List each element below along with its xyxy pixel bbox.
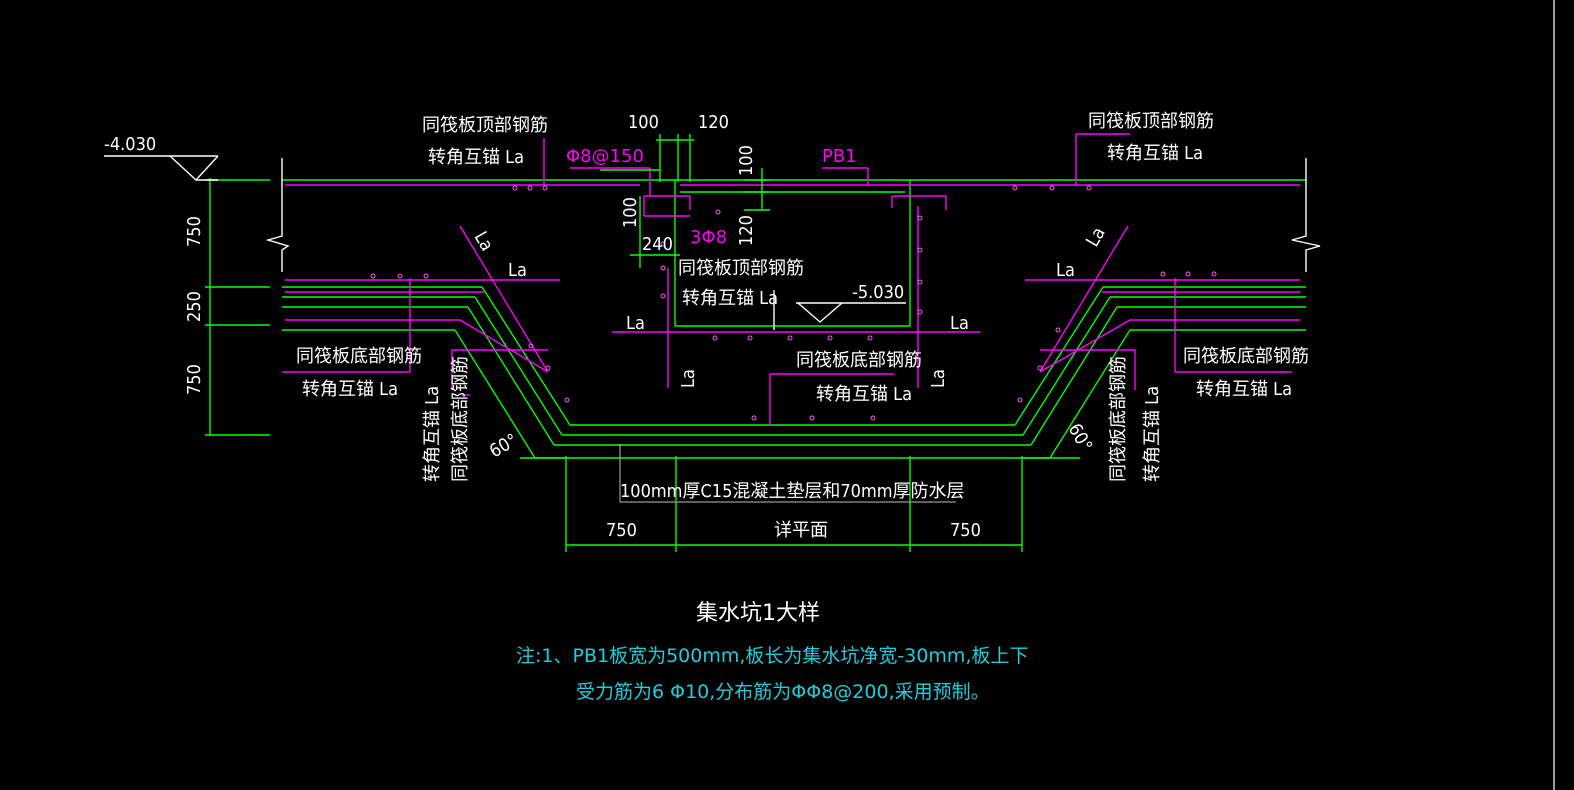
- angle-right: 60°: [1064, 420, 1097, 455]
- label-anchor-bottom-right: 转角互锚 La: [1196, 379, 1292, 400]
- label-anchor-top-right: 转角互锚 La: [1107, 143, 1203, 164]
- concrete-outline: [282, 179, 1306, 459]
- break-line-right: [1291, 158, 1321, 272]
- text-annotations: -4.030 -5.030 750 250 750 100 120 100 12…: [104, 111, 1309, 703]
- dim-240: 240: [642, 234, 673, 255]
- rebar-lines: [282, 133, 1300, 425]
- elevation-top-label: -4.030: [104, 134, 156, 155]
- label-bottom-rebar-right: 同筏板底部钢筋: [1183, 346, 1309, 367]
- elevation-marker-pit: [773, 290, 906, 330]
- angle-left: 60°: [486, 430, 521, 463]
- label-top-rebar-center: 同筏板顶部钢筋: [678, 258, 804, 279]
- label-top-rebar-right: 同筏板顶部钢筋: [1088, 111, 1214, 132]
- left-dimension-chain: [205, 178, 270, 436]
- note-line-1: 注:1、PB1板宽为500mm,板长为集水坑净宽-30mm,板上下: [516, 645, 1028, 667]
- break-line-left: [265, 158, 290, 272]
- rebar-dots: [370, 185, 1217, 421]
- la-slope-left: La: [470, 228, 498, 255]
- label-bottom-rebar-slope-right: 同筏板底部钢筋: [1108, 356, 1129, 482]
- la-center-left: La: [626, 313, 645, 334]
- dim-100-left: 100: [620, 197, 641, 228]
- label-anchor-top-left: 转角互锚 La: [428, 147, 524, 168]
- dim-120-right: 120: [736, 215, 757, 246]
- dim-bottom-750-right: 750: [950, 520, 981, 541]
- drawing-title: 集水坑1大样: [696, 601, 820, 626]
- elevation-marker-top: [104, 155, 219, 181]
- label-anchor-slope-left: 转角互锚 La: [422, 386, 443, 482]
- label-bottom-rebar-center: 同筏板底部钢筋: [796, 350, 922, 371]
- label-bottom-rebar-left: 同筏板底部钢筋: [296, 346, 422, 367]
- label-cushion: 100mm厚C15混凝土垫层和70mm厚防水层: [620, 481, 965, 502]
- label-anchor-center: 转角互锚 La: [682, 288, 778, 309]
- elevation-pit-label: -5.030: [852, 282, 904, 303]
- top-detail-dimensions: [600, 134, 770, 268]
- dim-bottom-750-left: 750: [606, 520, 637, 541]
- dim-100-right: 100: [736, 145, 757, 176]
- la-vertical-left: La: [678, 369, 699, 388]
- rebar-3phi8: 3Φ8: [690, 227, 727, 248]
- dim-left-750-bottom: 750: [184, 364, 205, 395]
- dim-100-top: 100: [628, 112, 659, 133]
- la-slope-right: La: [1082, 224, 1110, 251]
- dim-left-750-top: 750: [184, 216, 205, 247]
- rebar-phi8-150: Φ8@150: [566, 146, 644, 167]
- dim-bottom-plan: 详平面: [774, 520, 828, 541]
- label-anchor-slope-right: 转角互锚 La: [1142, 386, 1163, 482]
- label-top-rebar-left: 同筏板顶部钢筋: [422, 115, 548, 136]
- la-vertical-right: La: [928, 369, 949, 388]
- dim-left-250: 250: [184, 291, 205, 322]
- rebar-pb1: PB1: [822, 146, 857, 167]
- label-anchor-bottom-left: 转角互锚 La: [302, 379, 398, 400]
- label-bottom-rebar-slope-left: 同筏板底部钢筋: [450, 356, 471, 482]
- la-center-right: La: [950, 313, 969, 334]
- dim-120-top: 120: [698, 112, 729, 133]
- la-left-upper: La: [508, 260, 527, 281]
- la-right-upper: La: [1056, 260, 1075, 281]
- note-line-2: 受力筋为6 Φ10,分布筋为ΦΦ8@200,采用预制。: [576, 681, 990, 703]
- label-anchor-bottom-center: 转角互锚 La: [816, 384, 912, 405]
- viewport-edge-line: [1553, 0, 1555, 790]
- bottom-dimensions: [520, 456, 1080, 552]
